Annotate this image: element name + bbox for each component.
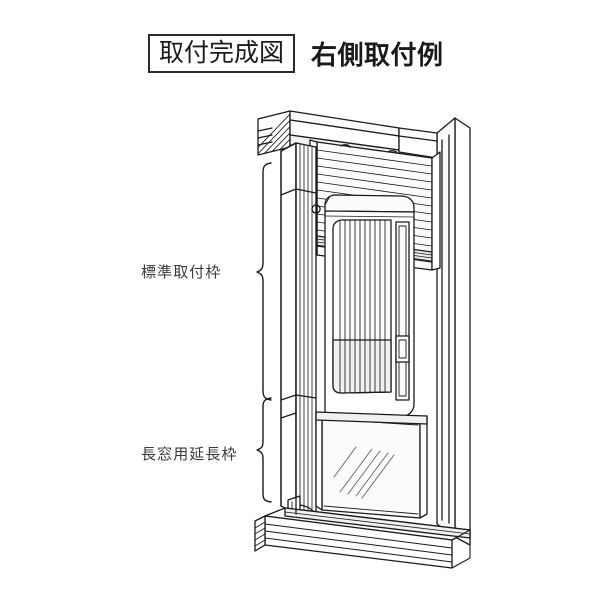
glass-window-pane xyxy=(315,411,428,519)
callout-label-extension-frame: 長窓用延長枠 xyxy=(141,445,238,463)
air-conditioner-unit xyxy=(324,194,415,419)
window-sill xyxy=(254,507,471,569)
page-title: 右側取付例 xyxy=(311,41,444,71)
standard-mounting-frame-left-post xyxy=(280,142,321,515)
header: 取付完成図 右側取付例 xyxy=(148,34,444,73)
callout-label-standard-frame: 標準取付枠 xyxy=(141,263,222,281)
brace-standard-frame xyxy=(256,162,272,401)
wall-edge-lines xyxy=(280,142,297,515)
diagram-tag-badge: 取付完成図 xyxy=(148,34,296,73)
brace-extension-frame xyxy=(256,397,272,503)
window-frame-right-jamb xyxy=(436,117,471,546)
